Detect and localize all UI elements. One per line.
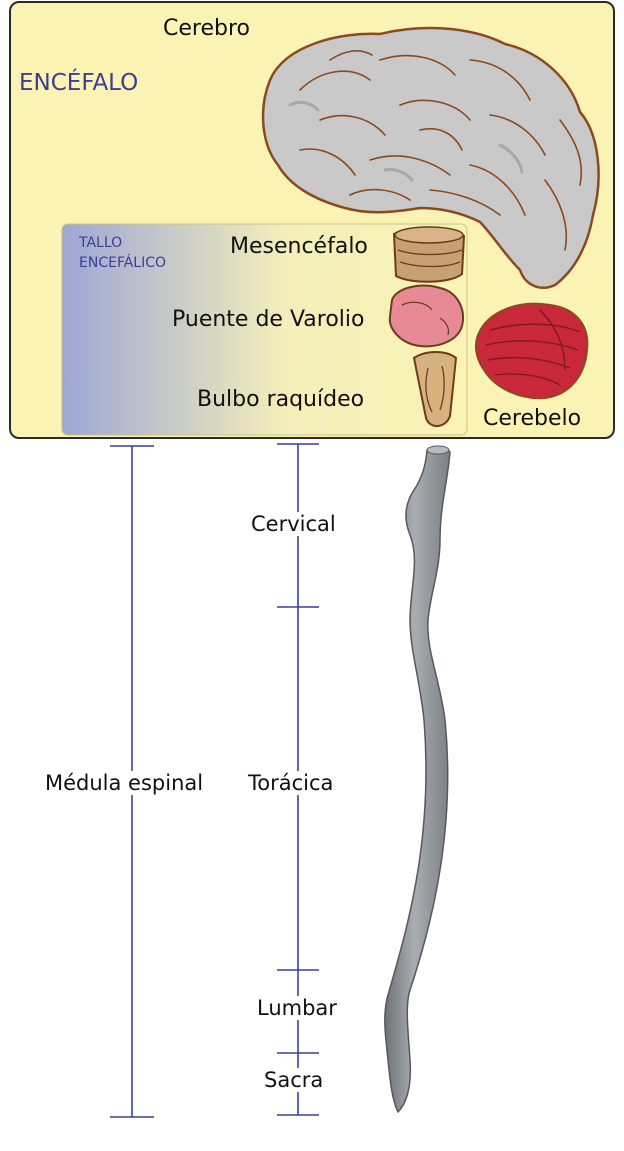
tallo-title-line2: ENCEFÁLICO: [79, 255, 167, 271]
toracica-label: Torácica: [246, 771, 336, 795]
spinal-cord-icon: [384, 445, 451, 1114]
pons-icon: [388, 284, 464, 348]
sacra-label: Sacra: [262, 1068, 326, 1092]
cerebellum-icon: [475, 302, 589, 400]
puente-label: Puente de Varolio: [172, 307, 365, 332]
cervical-label: Cervical: [249, 512, 338, 536]
midbrain-icon: [392, 226, 466, 283]
cerebro-label: Cerebro: [163, 16, 250, 41]
cerebrum-icon: [261, 26, 600, 289]
tallo-box: [61, 223, 468, 436]
bulbo-label: Bulbo raquídeo: [197, 387, 365, 412]
medula-label: Médula espinal: [43, 771, 206, 795]
encefalo-title: ENCÉFALO: [19, 70, 139, 96]
tallo-title-line1: TALLO: [79, 235, 123, 251]
cerebelo-label: Cerebelo: [483, 406, 582, 431]
medulla-icon: [412, 351, 458, 427]
mesencefalo-label: Mesencéfalo: [230, 234, 368, 259]
lumbar-label: Lumbar: [255, 996, 339, 1020]
